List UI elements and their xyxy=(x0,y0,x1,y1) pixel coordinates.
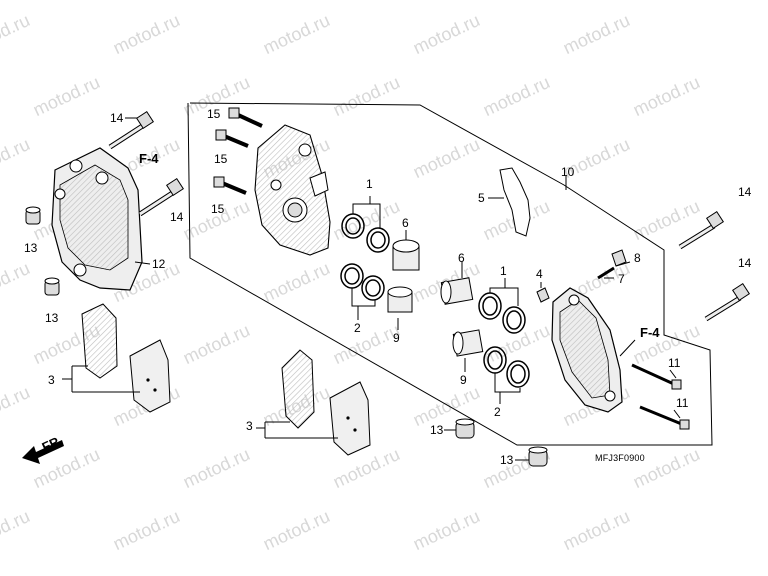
seals-right-drawing xyxy=(478,292,530,388)
callout-15: 15 xyxy=(207,107,221,121)
bracket-lines-1-2-right xyxy=(489,278,521,404)
bracket-lines-1-2-middle xyxy=(351,196,381,320)
assembly-outline xyxy=(187,102,713,446)
callout-13: 13 xyxy=(430,423,444,437)
pistons-right-drawing xyxy=(440,268,484,372)
callout-3: 3 xyxy=(246,419,253,433)
callout-14: 14 xyxy=(170,210,184,224)
ref-f4-right: F-4 xyxy=(640,325,660,340)
caliper-body-12-drawing xyxy=(51,147,151,291)
callout-2: 2 xyxy=(354,321,361,335)
callout-7: 7 xyxy=(618,272,625,286)
callout-3: 3 xyxy=(48,373,55,387)
bolt-14-mid-left-drawing xyxy=(138,178,184,217)
callout-14: 14 xyxy=(738,185,752,199)
bleeder-parts-drawing xyxy=(536,249,631,303)
spacer-13-left-drawing xyxy=(25,206,60,296)
callout-12: 12 xyxy=(152,257,166,271)
front-direction-arrow-drawing xyxy=(22,440,64,464)
callout-14: 14 xyxy=(110,111,124,125)
bolts-14-right-drawing xyxy=(678,211,750,322)
bolt-14-upper-left-drawing xyxy=(108,111,154,150)
callout-15: 15 xyxy=(211,202,225,216)
spacers-13-bottom-drawing xyxy=(444,418,548,467)
callout-8: 8 xyxy=(634,251,641,265)
callout-9: 9 xyxy=(393,331,400,345)
pistons-middle-drawing xyxy=(387,230,420,330)
seals-middle-drawing xyxy=(340,213,390,301)
diagram-code: MFJ3F0900 xyxy=(595,453,645,463)
brake-pads-3-middle-drawing xyxy=(256,349,371,456)
callout-11: 11 xyxy=(668,356,681,370)
callout-11: 11 xyxy=(676,396,689,410)
brake-pads-3-left-drawing xyxy=(62,303,171,413)
caliper-half-upper-drawing xyxy=(254,124,331,256)
callout-5: 5 xyxy=(478,191,485,205)
callout-14: 14 xyxy=(738,256,752,270)
pad-spring-5-drawing xyxy=(488,167,531,237)
callout-13: 13 xyxy=(45,311,59,325)
bolts-15-drawing xyxy=(213,107,263,195)
callout-9: 9 xyxy=(460,373,467,387)
callout-4: 4 xyxy=(536,267,543,281)
callout-13: 13 xyxy=(24,241,38,255)
callout-6: 6 xyxy=(458,251,465,265)
callout-2: 2 xyxy=(494,405,501,419)
callout-1: 1 xyxy=(500,264,507,278)
caliper-half-lower-drawing xyxy=(551,287,636,413)
callout-1: 1 xyxy=(366,177,373,191)
callout-15: 15 xyxy=(214,152,228,166)
pins-11-drawing xyxy=(631,363,690,430)
callout-13: 13 xyxy=(500,453,514,467)
ref-f4-left: F-4 xyxy=(139,151,159,166)
callout-6: 6 xyxy=(402,216,409,230)
callout-10: 10 xyxy=(561,165,575,179)
